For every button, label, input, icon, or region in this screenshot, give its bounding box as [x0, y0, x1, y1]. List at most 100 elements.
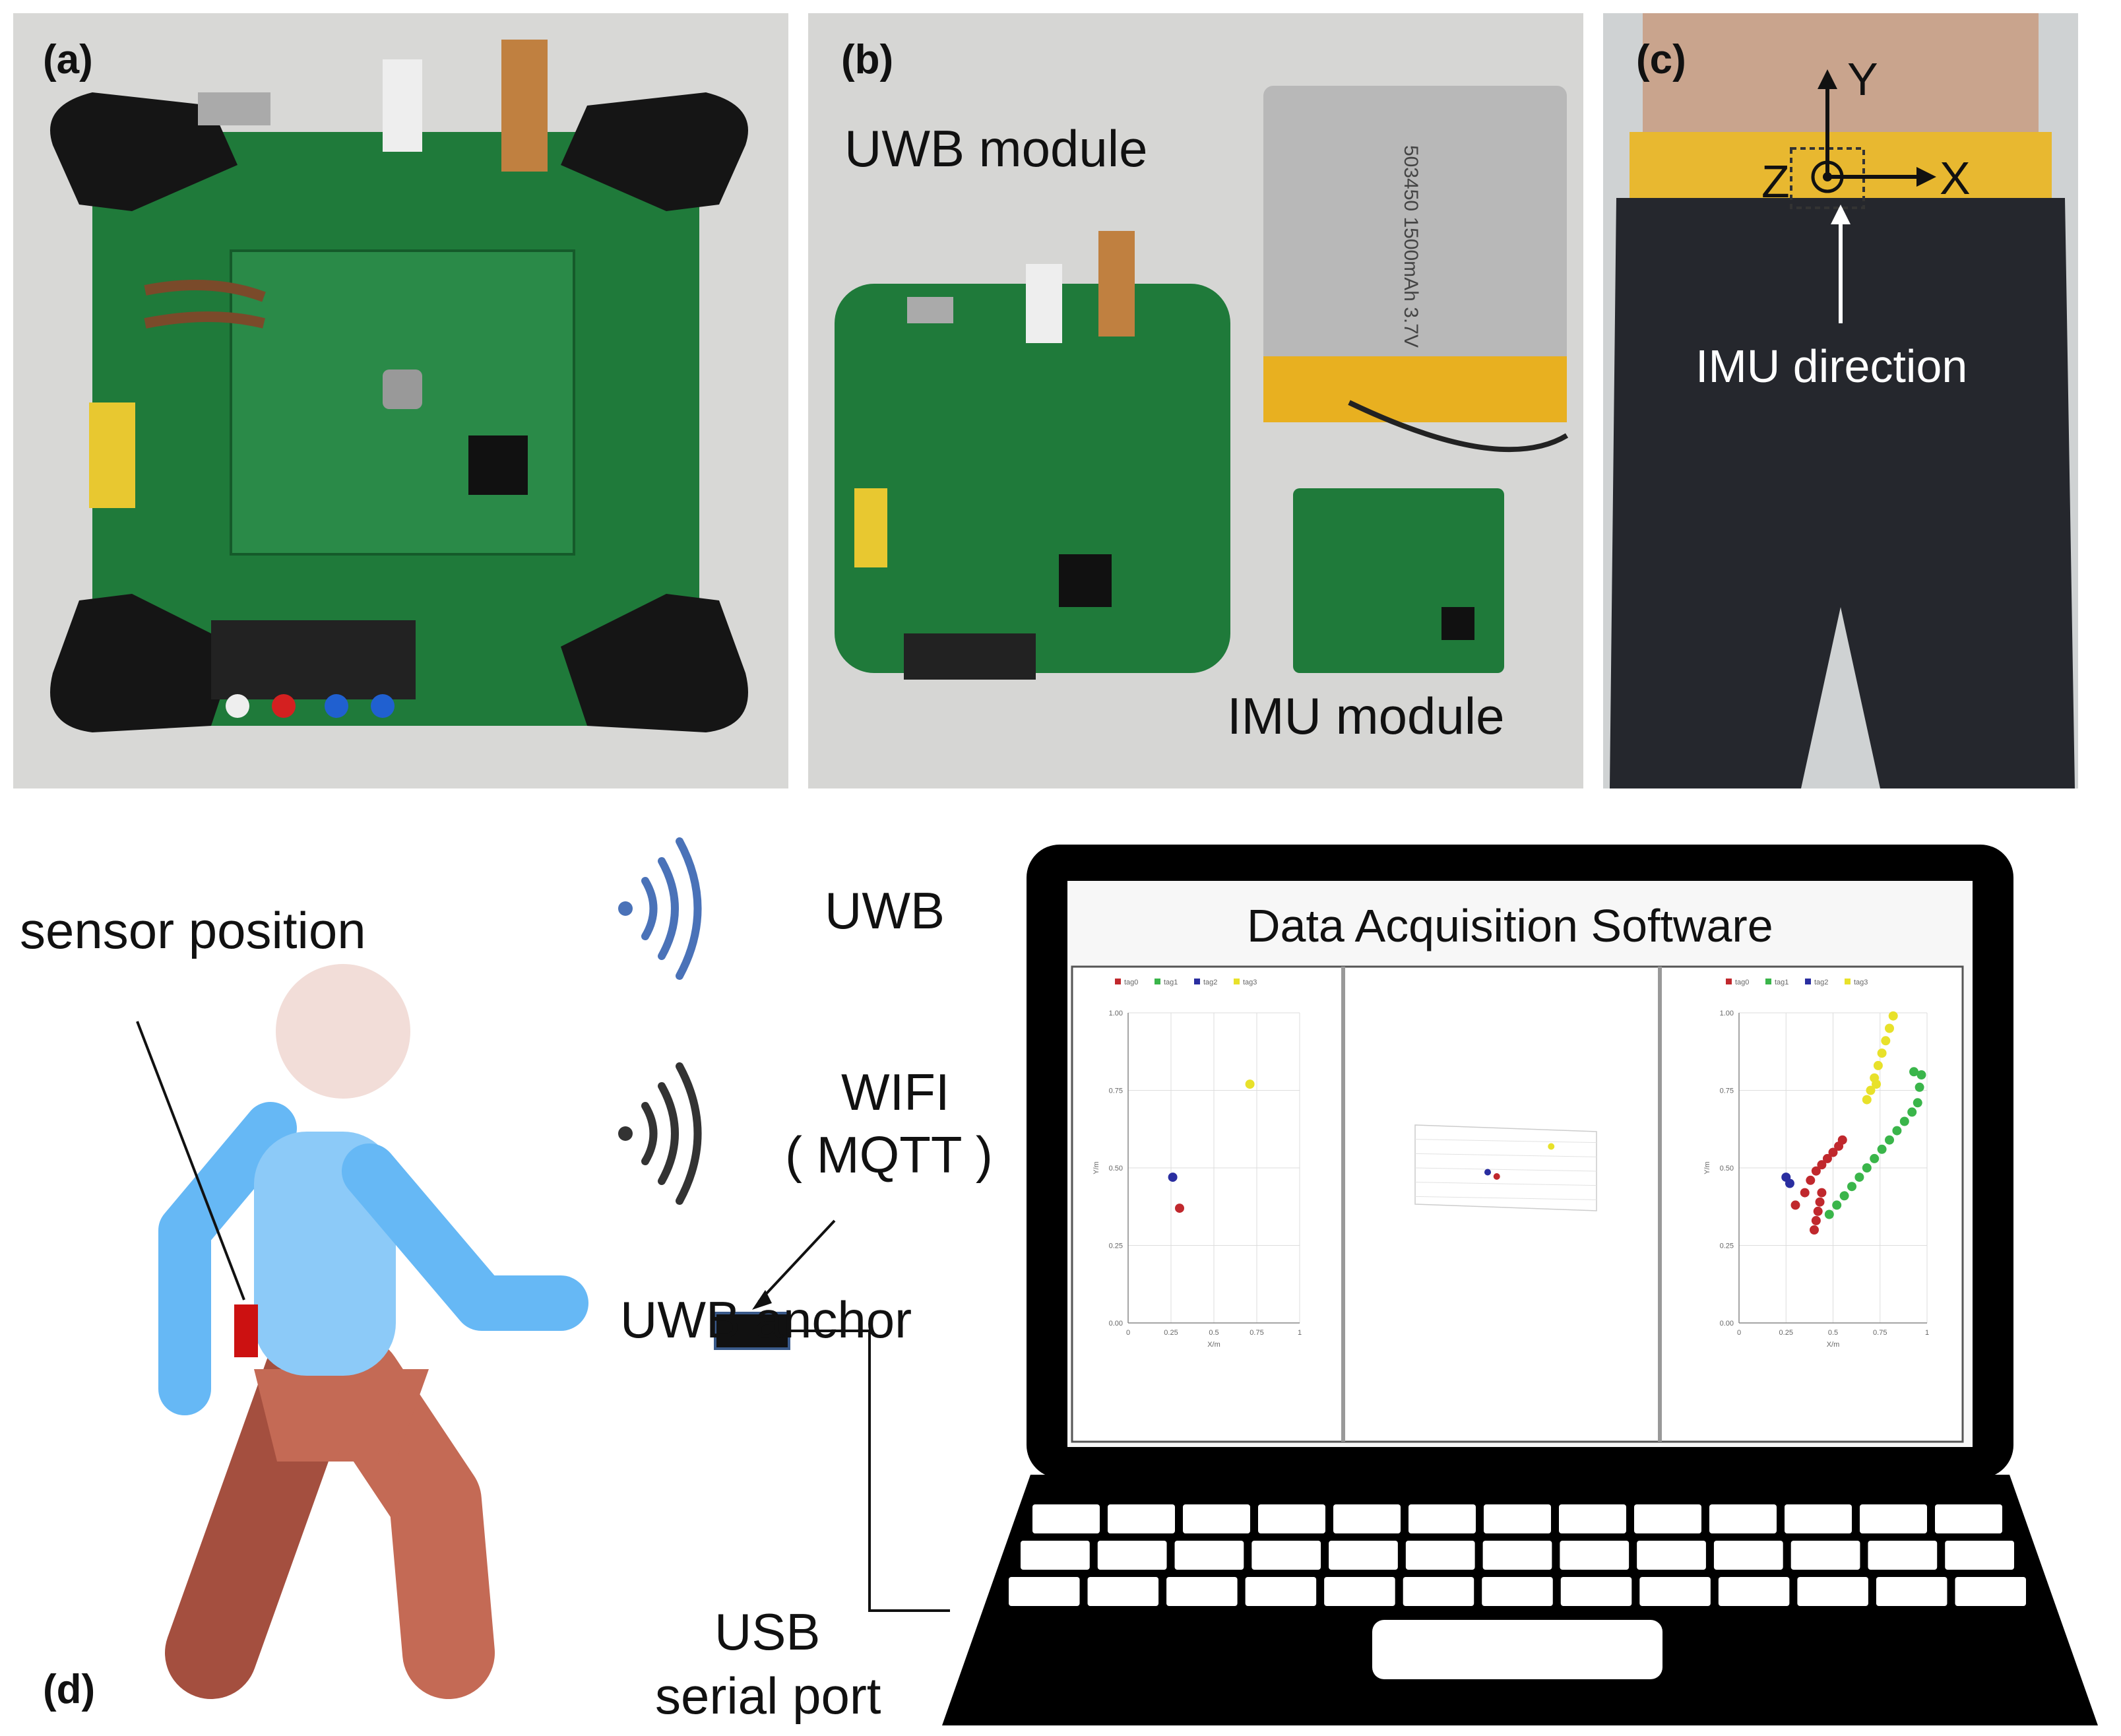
panel-label-a: (a) — [43, 37, 93, 82]
data-point-3d-tag3 — [1548, 1143, 1555, 1150]
keyboard-key — [1166, 1577, 1238, 1606]
data-point-tag1 — [1899, 1116, 1909, 1126]
keyboard-key — [1183, 1504, 1250, 1533]
data-point-tag1 — [1870, 1153, 1880, 1163]
data-point-tag1 — [1907, 1107, 1917, 1117]
case-corner-tr — [561, 92, 748, 211]
keyboard-key — [1482, 1541, 1552, 1570]
keyboard-key — [1560, 1577, 1632, 1606]
laptop-trackpad — [1372, 1620, 1662, 1679]
usb-b — [907, 297, 953, 323]
x-tick-label: 0.5 — [1209, 1329, 1219, 1337]
case-corner-bl — [50, 594, 237, 732]
y-tick-label: 1.00 — [1720, 1010, 1734, 1017]
keyboard-key — [1174, 1541, 1244, 1570]
data-point-tag3 — [1866, 1085, 1876, 1095]
keyboard-key — [1021, 1541, 1090, 1570]
mqtt-label: ( MQTT ) — [785, 1126, 993, 1184]
data-point-tag2 — [1168, 1173, 1178, 1182]
x-axis-label: X/m — [1207, 1341, 1220, 1349]
data-point-tag0 — [1810, 1225, 1819, 1235]
3d-grid-line — [1414, 1167, 1597, 1172]
data-point-tag1 — [1854, 1173, 1864, 1182]
battery-text: 503450 1500mAh 3.7V — [1400, 145, 1422, 348]
data-point-tag1 — [1916, 1070, 1926, 1079]
data-point-tag2 — [1785, 1178, 1794, 1188]
keyboard-key — [1876, 1577, 1947, 1606]
axis-x-label: X — [1940, 152, 1971, 204]
data-point-tag0 — [1811, 1166, 1821, 1176]
uwb-signal-icon — [618, 837, 702, 980]
red-led — [272, 694, 296, 718]
data-point-tag1 — [1832, 1200, 1842, 1210]
data-point-tag0 — [1806, 1175, 1816, 1185]
uwb-label: UWB — [825, 882, 945, 940]
panel-b-photo: (b) UWB module IMU module 503450 1500mAh… — [808, 13, 1583, 788]
keyboard-key — [1484, 1504, 1551, 1533]
data-point-tag1 — [1824, 1209, 1834, 1219]
wifi-label: WIFI — [841, 1063, 950, 1121]
data-point-tag3 — [1862, 1095, 1872, 1105]
battery — [1263, 86, 1567, 422]
blue-led-2 — [371, 694, 395, 718]
wifi-signal-icon — [618, 1062, 702, 1205]
keyboard-key — [1482, 1577, 1553, 1606]
data-point-tag1 — [1909, 1067, 1919, 1077]
data-point-tag0 — [1813, 1206, 1823, 1216]
imu-module-label: IMU module — [1227, 687, 1505, 745]
keyboard-key — [1560, 1541, 1630, 1570]
keyboard-key — [1860, 1504, 1927, 1533]
keyboard-key — [1797, 1577, 1868, 1606]
power-switch — [383, 59, 422, 152]
panel-label-b: (b) — [841, 37, 894, 82]
pants — [1610, 198, 2075, 788]
data-point-tag1 — [1877, 1144, 1887, 1154]
x-tick-label: 0.5 — [1828, 1329, 1838, 1337]
case-corner-br — [561, 594, 748, 732]
header-b — [854, 488, 887, 567]
legend-label: tag2 — [1203, 979, 1217, 986]
x-axis-label: X/m — [1827, 1341, 1840, 1349]
data-point-tag0 — [1790, 1200, 1800, 1210]
data-point-tag1 — [1913, 1098, 1922, 1108]
keyboard-key — [1790, 1541, 1860, 1570]
keyboard-key — [1324, 1577, 1395, 1606]
serial-port-label: serial port — [655, 1667, 881, 1725]
x-tick-label: 1 — [1925, 1329, 1929, 1337]
3d-grid-line — [1414, 1182, 1597, 1186]
data-point-tag3 — [1245, 1079, 1255, 1089]
data-point-tag1 — [1885, 1135, 1894, 1145]
legend-label: tag2 — [1814, 979, 1828, 986]
keyboard-key — [1097, 1541, 1167, 1570]
y-tick-label: 0.25 — [1109, 1242, 1123, 1250]
data-point-tag0 — [1822, 1153, 1832, 1163]
usb-connector — [198, 92, 270, 125]
data-point-tag3 — [1872, 1079, 1882, 1089]
keyboard-key — [1713, 1541, 1783, 1570]
panel-label-d: (d) — [43, 1667, 96, 1712]
keyboard-key — [1403, 1577, 1474, 1606]
data-point-tag0 — [1800, 1188, 1810, 1198]
y-tick-label: 0.50 — [1109, 1165, 1123, 1173]
keyboard-key — [1955, 1577, 2026, 1606]
keyboard-key — [1245, 1577, 1317, 1606]
keyboard-key — [1108, 1504, 1175, 1533]
y-tick-label: 0.75 — [1109, 1087, 1123, 1095]
keyboard-key — [1868, 1541, 1938, 1570]
3d-grid-line — [1414, 1196, 1597, 1200]
switch-b — [1026, 264, 1062, 343]
waist-sensor — [234, 1304, 258, 1357]
legend-label: tag1 — [1164, 979, 1178, 986]
y-tick-label: 0.50 — [1720, 1165, 1734, 1173]
case-corner-tl — [50, 92, 237, 211]
y-tick-label: 0.75 — [1720, 1087, 1734, 1095]
scatter-chart-3d — [1414, 1124, 1597, 1211]
legend-label: tag3 — [1854, 979, 1868, 986]
data-point-tag1 — [1915, 1082, 1924, 1092]
keyboard-key — [1637, 1541, 1706, 1570]
data-point-tag0 — [1817, 1160, 1827, 1170]
sensor-position-label: sensor position — [20, 901, 366, 959]
y-axis-label: Y/m — [1703, 1161, 1711, 1174]
keyboard-key — [1087, 1577, 1159, 1606]
uwb-module-label: UWB module — [844, 119, 1148, 177]
